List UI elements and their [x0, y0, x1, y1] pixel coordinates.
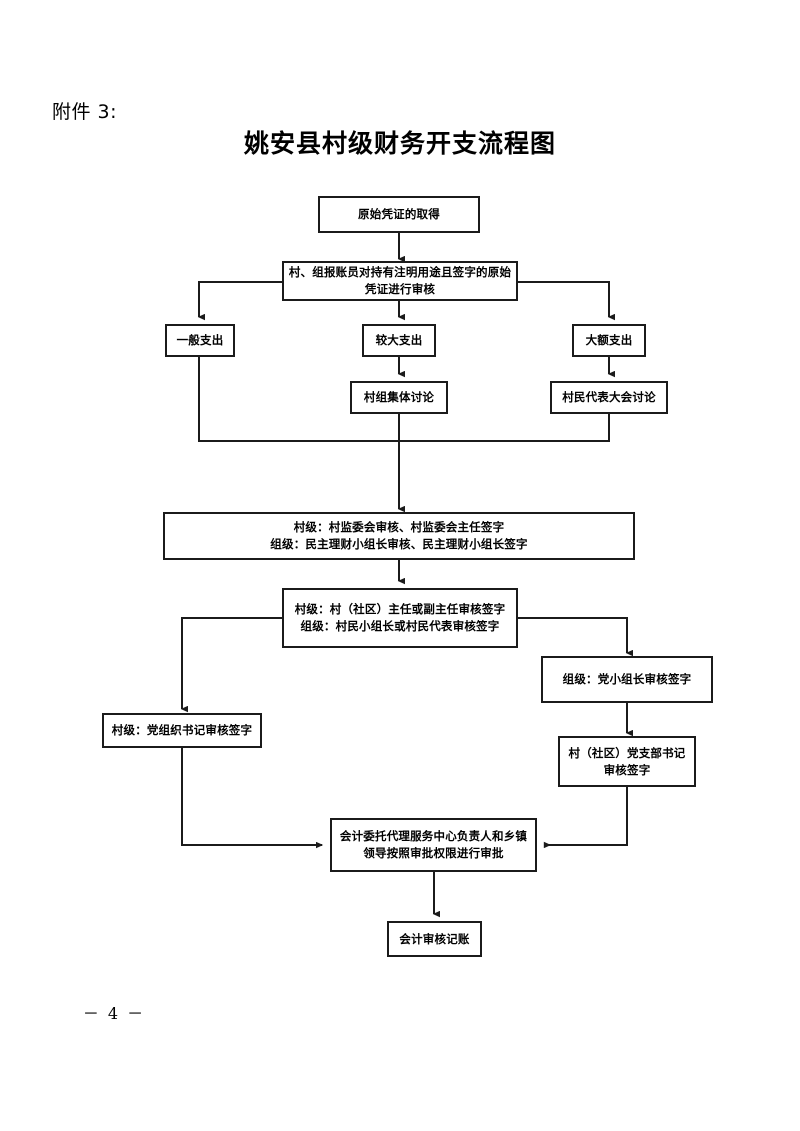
connector-director-right	[518, 617, 633, 657]
node-big-amount-expense[interactable]: 大额支出	[572, 324, 646, 357]
node-accounting-record[interactable]: 会计审核记账	[387, 921, 482, 957]
connector-secretary-to-approval	[543, 787, 628, 849]
connector-split-right	[518, 281, 615, 321]
node-villager-congress-discussion[interactable]: 村民代表大会讨论	[550, 381, 668, 414]
node-origin-voucher[interactable]: 原始凭证的取得	[318, 196, 480, 233]
node-general-expense[interactable]: 一般支出	[165, 324, 235, 357]
connector-merge-left	[198, 356, 399, 442]
node-party-group-leader[interactable]: 组级：党小组长审核签字	[541, 656, 713, 703]
node-accounting-center-approval[interactable]: 会计委托代理服务中心负责人和乡镇 领导按照审批权限进行审批	[330, 818, 537, 872]
node-reviewer-check[interactable]: 村、组报账员对持有注明用途且签字的原始 凭证进行审核	[282, 261, 518, 301]
connector-orgsecretary-to-approval	[181, 748, 324, 849]
attachment-label: 附件 3:	[52, 101, 118, 123]
connector-split-left	[197, 281, 282, 321]
connector-merge-right	[399, 413, 610, 442]
node-party-secretary-village[interactable]: 村（社区）党支部书记 审核签字	[558, 736, 696, 787]
node-village-group-discussion[interactable]: 村组集体讨论	[350, 381, 448, 414]
node-large-expense[interactable]: 较大支出	[362, 324, 436, 357]
connector-director-left	[180, 617, 282, 713]
page-title: 姚安县村级财务开支流程图	[243, 129, 556, 158]
node-supervision-review[interactable]: 村级：村监委会审核、村监委会主任签字 组级：民主理财小组长审核、民主理财小组长签…	[163, 512, 635, 560]
node-party-org-secretary[interactable]: 村级：党组织书记审核签字	[102, 713, 262, 748]
node-director-review[interactable]: 村级：村（社区）主任或副主任审核签字 组级：村民小组长或村民代表审核签字	[282, 588, 518, 648]
page-number: － 4 －	[82, 1004, 146, 1023]
